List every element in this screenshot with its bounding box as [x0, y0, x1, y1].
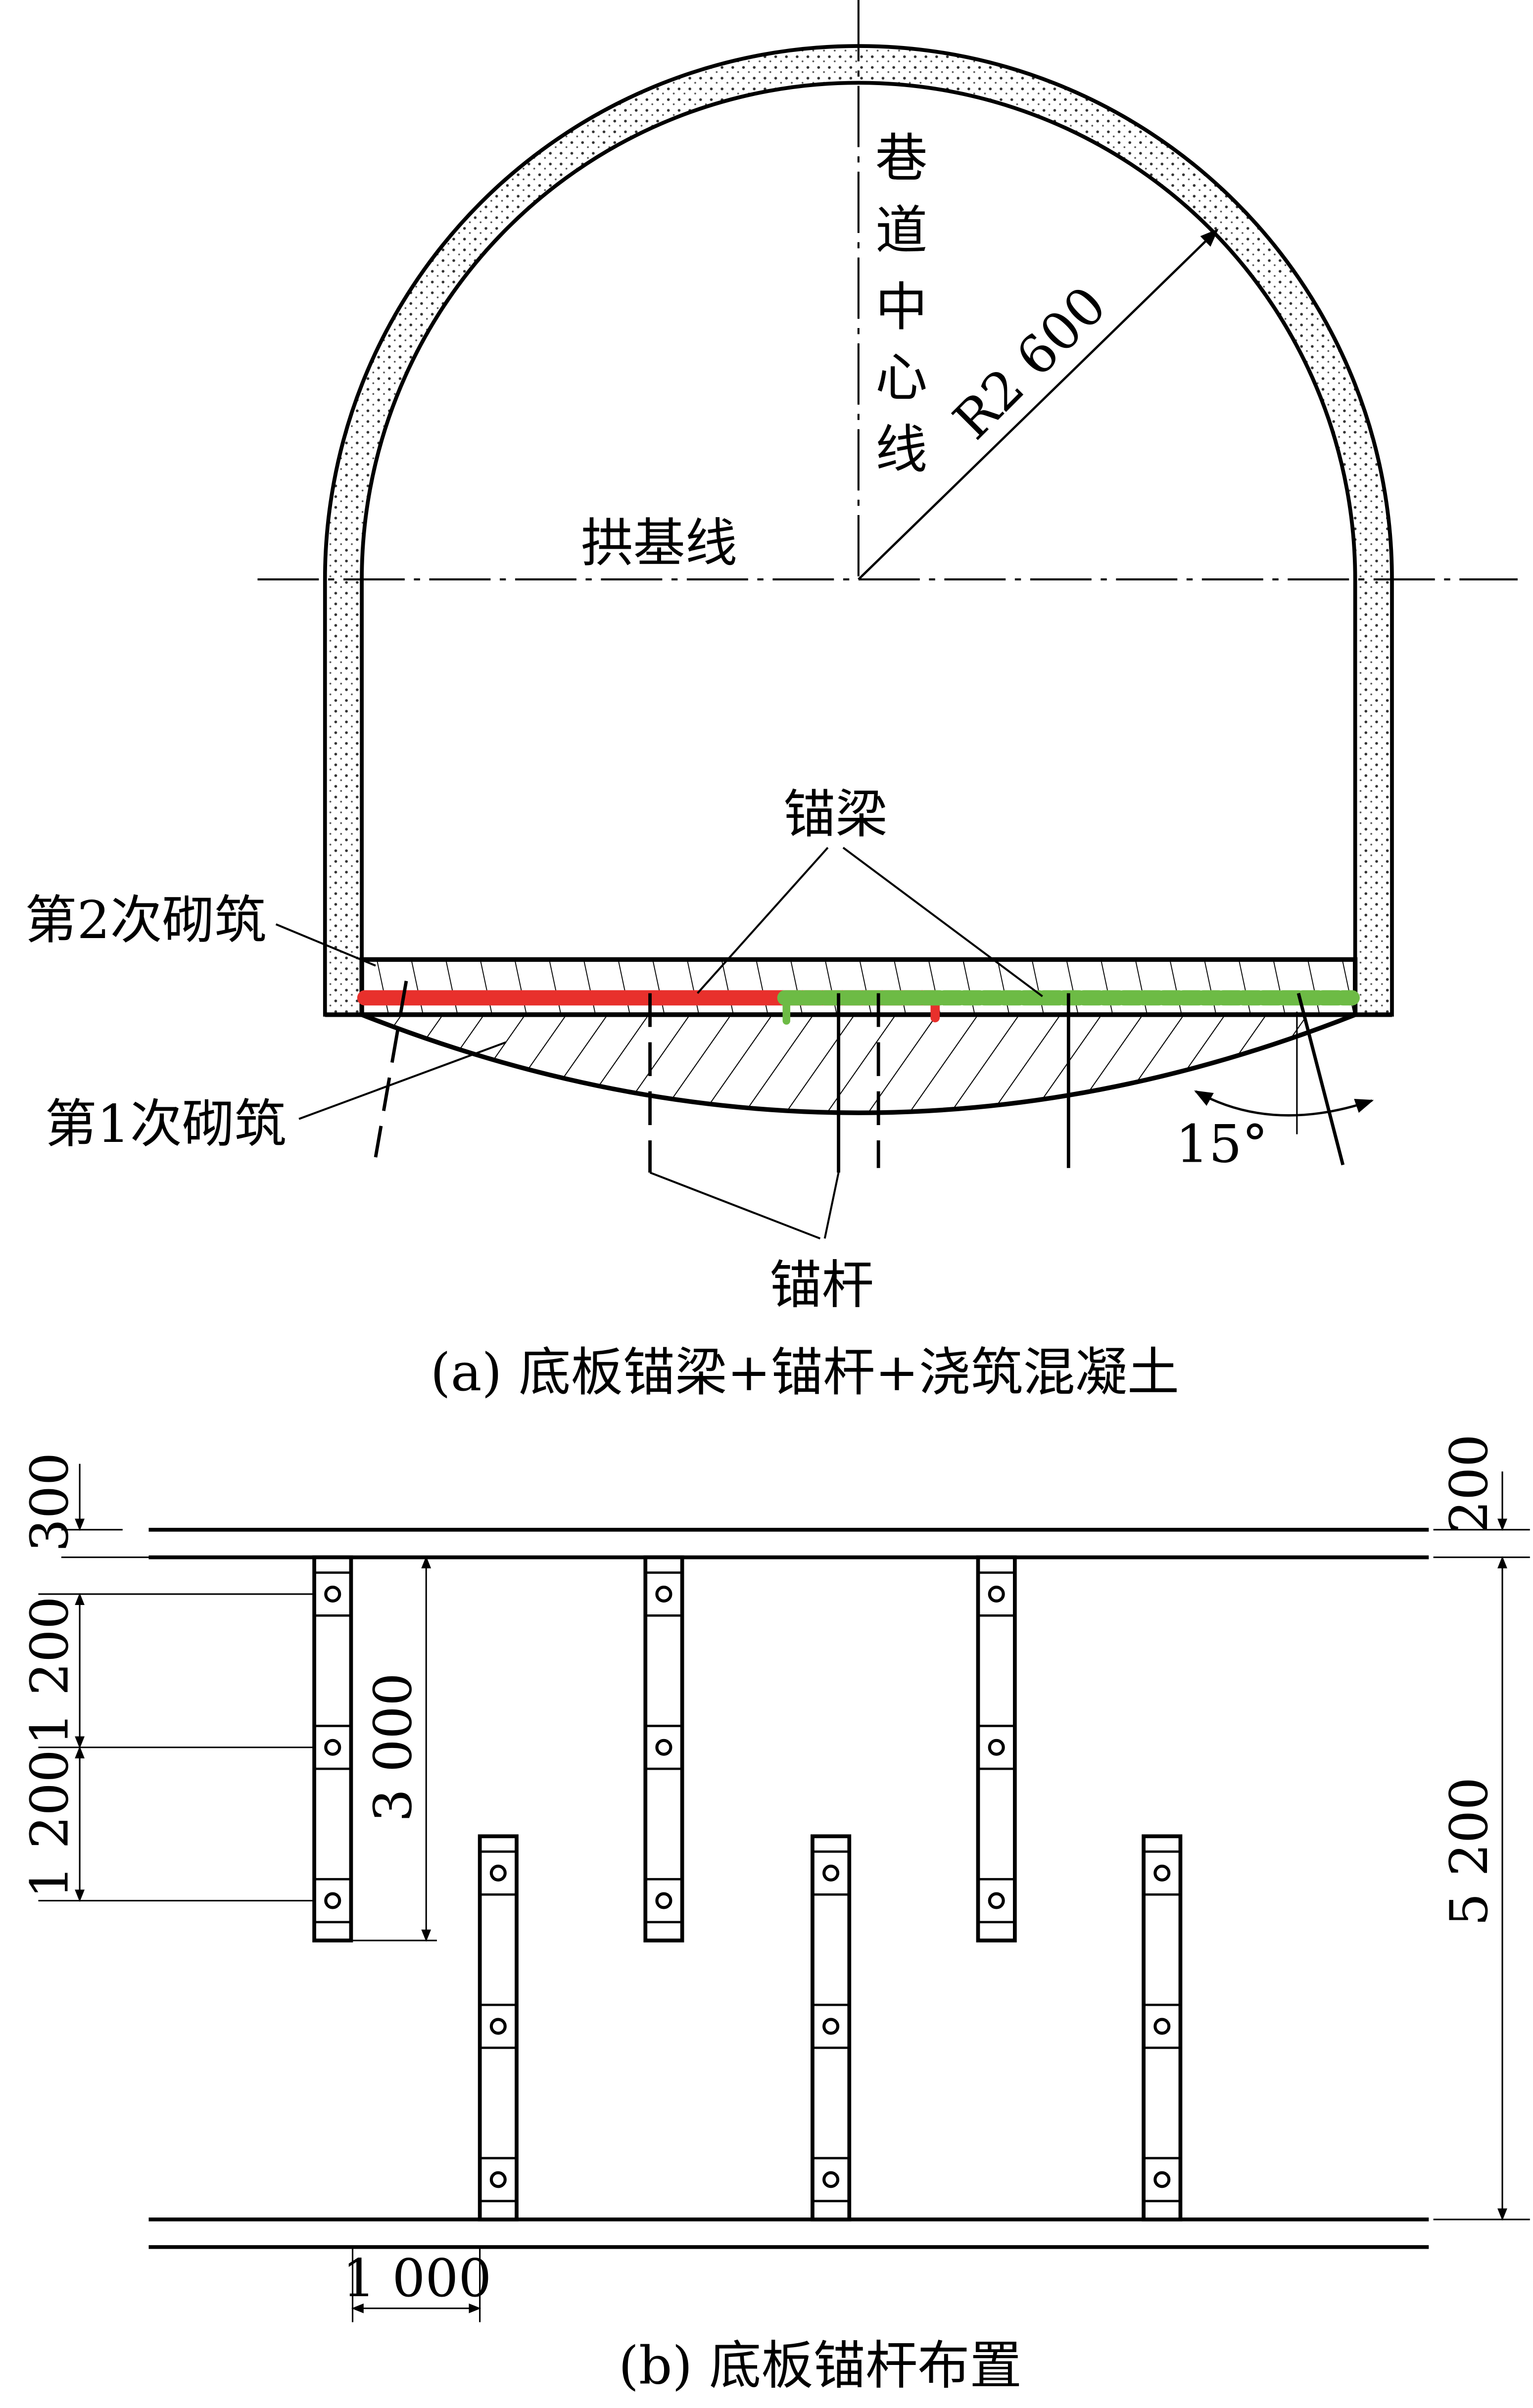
bolt-hole [988, 1892, 1005, 1909]
caption-a: (a) 底板锚梁+锚杆+浇筑混凝土 [431, 1342, 1180, 1403]
part-a-cross-section: 巷 道 中 心 线 R2 600 拱基线 锚梁 第2次砌筑 第1次砌筑 15° … [25, 0, 1518, 1403]
anchor-beam [643, 1555, 684, 1942]
second-pour-concrete [359, 957, 1358, 1017]
leader-lines [275, 847, 1043, 1240]
bolt-hole [1153, 2171, 1171, 2188]
dim-3000: 3 000 [362, 1673, 423, 1822]
label-char: 中 [875, 277, 927, 337]
dim-1200-b: 1 200 [19, 1749, 80, 1899]
bolt-hole [988, 1585, 1005, 1603]
bolt-hole [324, 1585, 341, 1603]
dim-5200: 5 200 [1438, 1777, 1499, 1927]
label-char: 线 [875, 419, 927, 480]
second-pour-label: 第2次砌筑 [25, 890, 266, 950]
anchor-beam [478, 1834, 519, 2221]
bolt-hole [489, 2171, 507, 2188]
bolt-hole [489, 1864, 507, 1882]
part-b-layout: 300 1 200 1 200 3 000 200 5 200 1 000 (b… [19, 1434, 1530, 2396]
anchor-beam [811, 1834, 852, 2221]
angle-label: 15° [1176, 1113, 1268, 1174]
first-pour-label: 第1次砌筑 [45, 1093, 286, 1154]
dim-300: 300 [19, 1453, 80, 1552]
anchor-beam [312, 1555, 353, 1942]
label-char: 巷 [875, 128, 927, 189]
anchor-beam-label: 锚梁 [783, 784, 888, 845]
bolt-hole [822, 2018, 840, 2035]
label-char: 道 [875, 200, 927, 261]
bolt-hole [324, 1739, 341, 1756]
bolt-hole [822, 1864, 840, 1882]
anchor-bolts [374, 981, 1345, 1173]
label-char: 心 [875, 347, 927, 408]
bolt-hole [988, 1739, 1005, 1756]
bolt-hole [822, 2171, 840, 2188]
radius-label: R2 600 [942, 275, 1118, 451]
bolt-hole [655, 1892, 672, 1909]
dim-1000: 1 000 [342, 2248, 492, 2309]
bolt-hole [489, 2018, 507, 2035]
dimension-lines [38, 1464, 1530, 2322]
centerline-label: 巷 道 中 心 线 [875, 128, 927, 480]
bolt-hole [655, 1585, 672, 1603]
dim-1200-a: 1 200 [19, 1596, 80, 1746]
angle-arc [1194, 1090, 1374, 1117]
bolt-hole [324, 1892, 341, 1909]
anchor-beam [976, 1555, 1017, 1942]
first-pour-concrete [361, 1012, 1356, 1115]
caption-b: (b) 底板锚杆布置 [619, 2335, 1022, 2396]
radius-arrow [858, 229, 1219, 580]
anchor-beams [312, 1555, 1183, 2221]
bolt-label: 锚杆 [769, 1254, 874, 1315]
springline-label: 拱基线 [581, 513, 737, 573]
bolt-hole [655, 1739, 672, 1756]
dim-200: 200 [1438, 1434, 1499, 1533]
bolt-hole [1153, 1864, 1171, 1882]
bolt-hole [1153, 2018, 1171, 2035]
anchor-beam [1142, 1834, 1183, 2221]
